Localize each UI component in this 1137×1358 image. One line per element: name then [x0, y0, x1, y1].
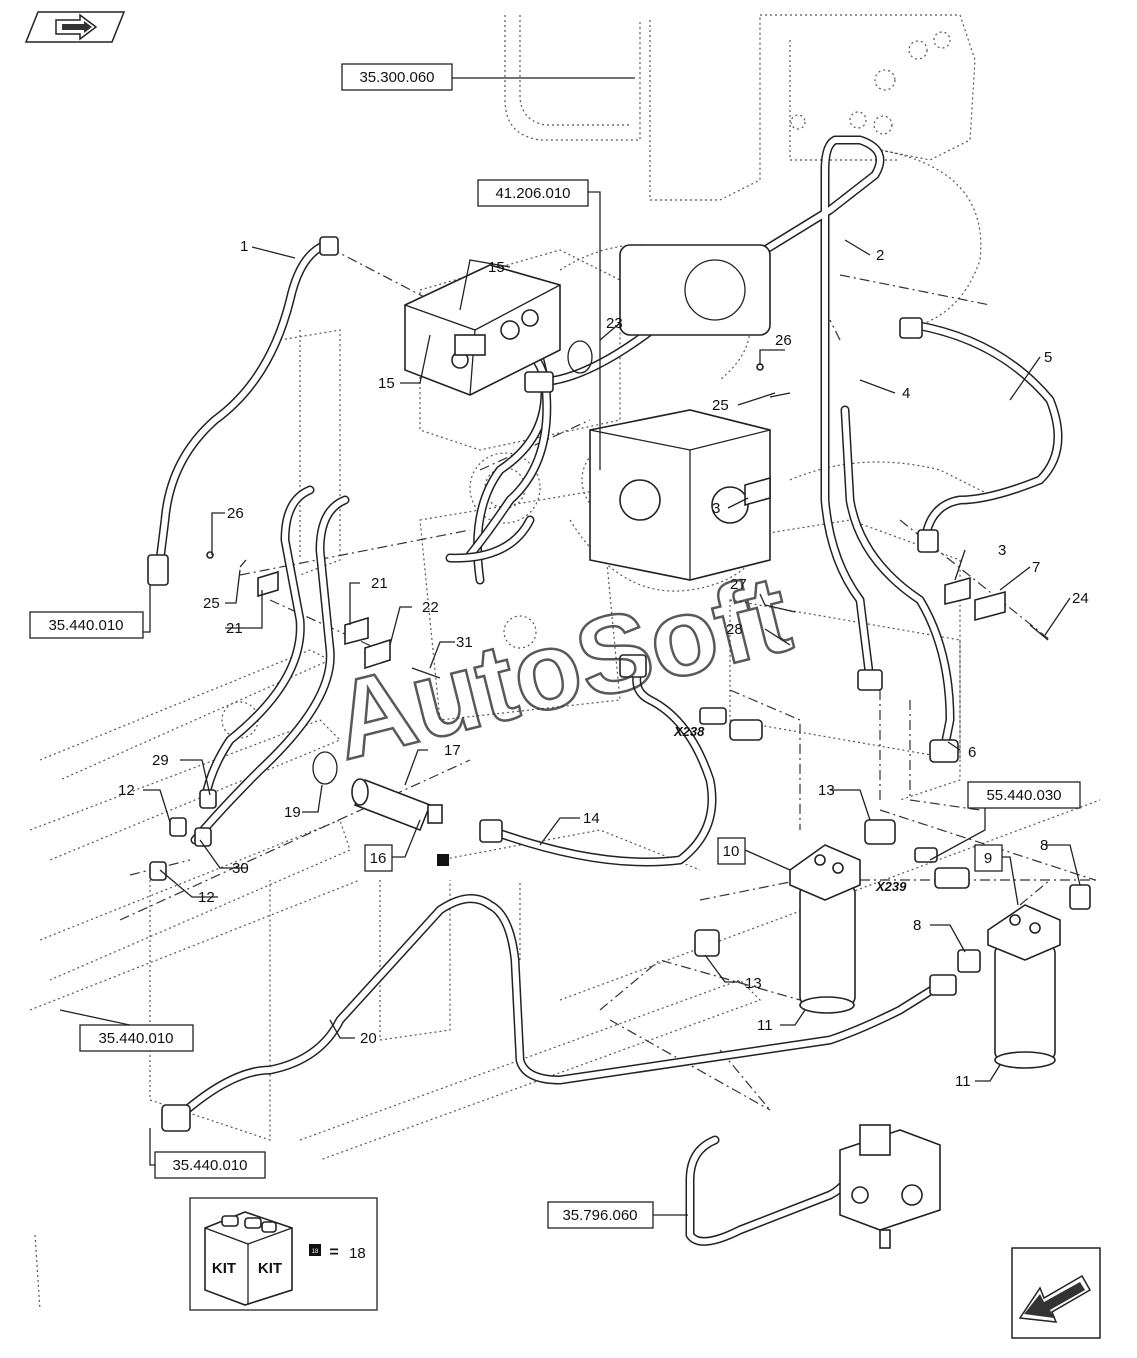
- callout-29: 29: [152, 752, 169, 769]
- svg-text:10: 10: [723, 843, 740, 860]
- assembly-lines: [119, 247, 1100, 1111]
- control-valve: [839, 1124, 941, 1249]
- reference-box-35-440-010-middle[interactable]: 35.440.010: [79, 1024, 194, 1052]
- callout-21: 21: [371, 575, 388, 592]
- callout-13: 13: [818, 782, 835, 799]
- connector-x238-label: X238: [673, 724, 705, 739]
- parts: [147, 236, 1091, 1249]
- callout-12: 12: [118, 782, 135, 799]
- kit-word-2: KIT: [258, 1260, 282, 1277]
- reference-box-41-206-010[interactable]: 41.206.010: [477, 179, 589, 207]
- kit-marker-icon: [309, 1244, 321, 1256]
- callout-26b: 26: [227, 505, 244, 522]
- reference-label: 35.440.010: [48, 617, 123, 634]
- arrow-down-left-icon: [1018, 1274, 1092, 1323]
- reference-box-35-300-060[interactable]: 35.300.060: [341, 63, 453, 91]
- callout-4: 4: [902, 385, 910, 402]
- callout-6: 6: [968, 744, 976, 761]
- callout-2: 2: [876, 247, 884, 264]
- background-structure: [29, 14, 1101, 1311]
- kit-marker-number: 18: [312, 1249, 319, 1255]
- callout-27: 27: [730, 576, 747, 593]
- callout-7: 7: [1032, 559, 1040, 576]
- leader-lines: [59, 77, 1081, 1216]
- pump: [589, 244, 771, 581]
- kit-box-icon: KIT KIT: [204, 1211, 293, 1306]
- connector-x239-label: X239: [875, 879, 907, 894]
- reference-box-35-796-060[interactable]: 35.796.060: [547, 1201, 654, 1229]
- callout-30: 30: [232, 860, 249, 877]
- kit-quantity: 18: [349, 1245, 366, 1262]
- reference-box-35-440-010-bottom[interactable]: 35.440.010: [154, 1151, 266, 1179]
- reference-label: 41.206.010: [495, 185, 570, 202]
- reference-label: 35.796.060: [562, 1207, 637, 1224]
- callout-12b: 12: [198, 889, 215, 906]
- callout-25b: 25: [203, 595, 220, 612]
- callout-numbers: 1 2 3 3 4 5 6 7 8 8 11 11 12 12 13 13 14…: [118, 238, 1089, 1090]
- kit-marker-icon: [437, 854, 449, 866]
- callout-11: 11: [757, 1017, 773, 1034]
- callout-22: 22: [422, 599, 439, 616]
- arrow-right-icon: [55, 13, 98, 41]
- reference-label: 35.440.010: [172, 1157, 247, 1174]
- callout-3: 3: [712, 500, 720, 517]
- callout-box-16: 16: [364, 844, 393, 872]
- hoses: [155, 135, 1063, 1246]
- reference-label: 55.440.030: [986, 787, 1061, 804]
- reference-label: 35.440.010: [98, 1030, 173, 1047]
- svg-text:9: 9: [984, 850, 992, 867]
- callout-19: 19: [284, 804, 301, 821]
- callout-31: 31: [456, 634, 473, 651]
- callout-5: 5: [1044, 349, 1052, 366]
- callout-28: 28: [726, 621, 743, 638]
- previous-page-button[interactable]: [24, 11, 126, 43]
- callout-box-10: 10: [717, 837, 746, 865]
- callout-13b: 13: [745, 975, 762, 992]
- kit-word-1: KIT: [212, 1260, 236, 1277]
- next-page-button[interactable]: [1011, 1247, 1101, 1339]
- callout-24: 24: [1072, 590, 1089, 607]
- callout-20: 20: [360, 1030, 377, 1047]
- watermark: AutoSoft: [321, 552, 801, 784]
- kit-equals: =: [329, 1244, 338, 1261]
- reference-box-55-440-030[interactable]: 55.440.030: [967, 781, 1081, 809]
- callout-3b: 3: [998, 542, 1006, 559]
- callout-23: 23: [606, 315, 623, 332]
- callout-26: 26: [775, 332, 792, 349]
- reference-label: 35.300.060: [359, 69, 434, 86]
- valve-block: [404, 264, 561, 396]
- filter-canister-left: [789, 844, 861, 1014]
- callout-25: 25: [712, 397, 729, 414]
- callout-1: 1: [240, 238, 248, 255]
- callout-21b: 21: [226, 620, 243, 637]
- filter-canister-right: [987, 904, 1061, 1069]
- callout-15b: 15: [488, 259, 505, 276]
- callout-8: 8: [1040, 837, 1048, 854]
- callout-8b: 8: [913, 917, 921, 934]
- callout-11b: 11: [955, 1073, 971, 1090]
- kit-legend: KIT KIT 18 = 18: [189, 1197, 378, 1311]
- callout-17: 17: [444, 742, 461, 759]
- inline-filter: [351, 778, 443, 832]
- callout-14: 14: [583, 810, 600, 827]
- svg-text:16: 16: [370, 850, 387, 867]
- callout-box-9: 9: [974, 844, 1003, 872]
- reference-box-35-440-010-top[interactable]: 35.440.010: [29, 611, 144, 639]
- callout-15: 15: [378, 375, 395, 392]
